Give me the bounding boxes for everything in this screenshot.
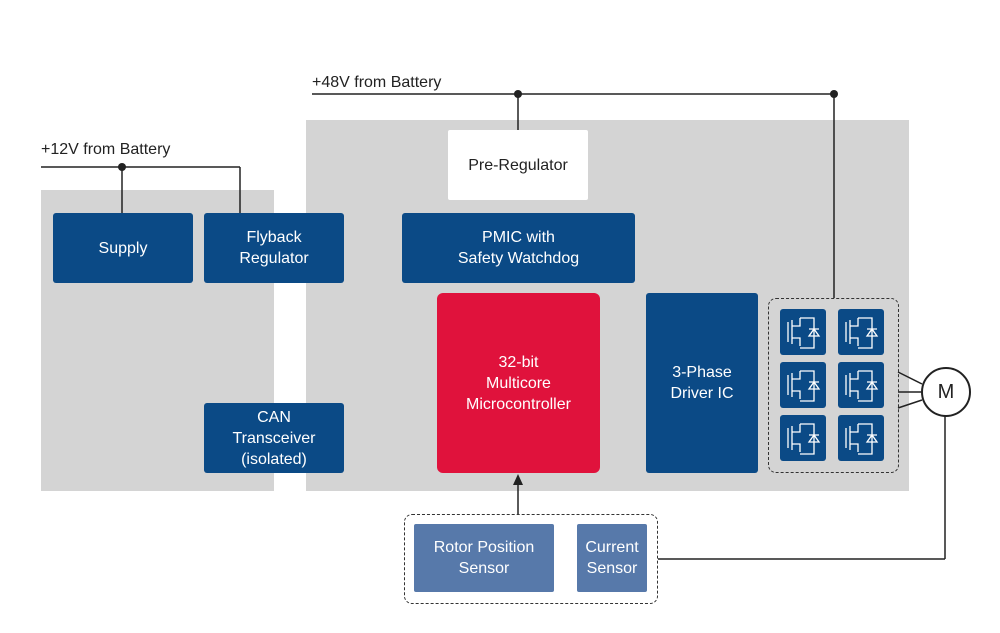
sensor-group [404, 514, 658, 604]
junction-dot [118, 163, 126, 171]
junction-dot [830, 90, 838, 98]
supply-block: Supply [53, 213, 193, 283]
microcontroller-block: 32-bit Multicore Microcontroller [437, 293, 600, 473]
driver-ic-block: 3-Phase Driver IC [646, 293, 758, 473]
arrow-head [513, 474, 523, 485]
current-sensor-block: Current Sensor [577, 524, 647, 592]
label-12v: +12V from Battery [41, 141, 171, 158]
junction-dot [514, 90, 522, 98]
motor-icon: M [921, 367, 971, 417]
power-stage-group [768, 298, 899, 473]
pre-regulator-block: Pre-Regulator [448, 130, 588, 200]
pmic-block: PMIC with Safety Watchdog [402, 213, 635, 283]
can-transceiver-block: CAN Transceiver (isolated) [204, 403, 344, 473]
flyback-regulator-block: Flyback Regulator [204, 213, 344, 283]
label-48v: +48V from Battery [312, 74, 442, 91]
rotor-position-sensor-block: Rotor Position Sensor [414, 524, 554, 592]
